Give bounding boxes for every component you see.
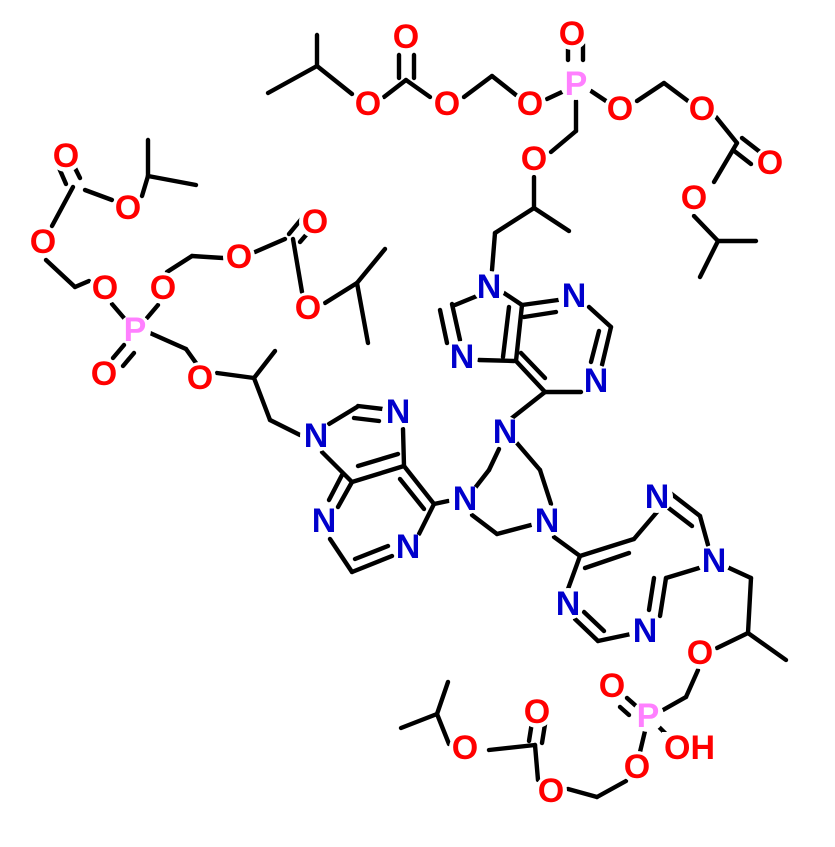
left-upper-isopropyl-carbonate — [49, 137, 199, 229]
atom-label-P1: P — [565, 65, 588, 103]
top-propoxy-linker-to-purine — [489, 174, 572, 273]
atom-label-N11: N — [396, 528, 421, 566]
atom-label-O11: O — [53, 137, 79, 175]
atom-label-O13: O — [30, 223, 56, 261]
atom-label-N15: N — [633, 612, 658, 650]
atom-label-O23: O — [624, 748, 650, 786]
top-purine-ring — [437, 288, 614, 421]
left-oxymethyl-linker — [43, 257, 92, 290]
atom-label-O25: O — [524, 693, 550, 731]
atom-label-O16: O — [150, 269, 176, 307]
atom-label-N6: N — [453, 480, 478, 518]
atom-halo — [390, 21, 422, 53]
atom-label-O2: O — [355, 85, 381, 123]
atom-label-P2: P — [124, 311, 147, 349]
atom-label-O14: O — [92, 269, 118, 307]
central-triazinane-ring — [469, 439, 554, 537]
atom-label-O8: O — [757, 144, 783, 182]
atom-label-N7: N — [535, 502, 560, 540]
atom-label-N2: N — [562, 277, 587, 315]
atom-label-O7: O — [689, 90, 715, 128]
atom-label-layer: O O O O O P O O O O O N N N N N N N — [27, 15, 786, 810]
atom-label-O6: O — [607, 90, 633, 128]
atom-label-O18: O — [302, 203, 328, 241]
left-purine-ring — [319, 403, 451, 575]
atom-label-N8: N — [304, 417, 329, 455]
top-oxymethyl-linker-1 — [461, 73, 519, 100]
atom-label-N3: N — [450, 338, 475, 376]
atom-label-P3: P — [637, 697, 660, 735]
atom-label-O26: O — [452, 729, 478, 767]
atom-label-O10: O — [521, 140, 547, 178]
atom-label-N4: N — [584, 362, 609, 400]
atom-label-O22: O — [599, 667, 625, 705]
atom-label-N13: N — [702, 542, 727, 580]
atom-label-OH1: OH — [664, 729, 715, 767]
atom-label-O15: O — [91, 355, 117, 393]
top-right-oxymethyl-carbonate — [634, 80, 763, 280]
atom-label-O1: O — [393, 18, 419, 56]
left-phosphonate-group — [109, 301, 199, 369]
atom-label-O20: O — [187, 359, 213, 397]
atom-label-N9: N — [386, 393, 411, 431]
atom-label-O19: O — [295, 289, 321, 327]
atom-label-N5: N — [493, 413, 518, 451]
atom-label-O24: O — [538, 772, 564, 810]
atom-label-N1: N — [477, 268, 502, 306]
atom-label-O9: O — [681, 179, 707, 217]
atom-label-O21: O — [687, 634, 713, 672]
atom-label-O12: O — [115, 189, 141, 227]
atom-label-O3: O — [434, 85, 460, 123]
atom-label-N12: N — [645, 478, 670, 516]
top-left-isopropyl-carbonate — [265, 32, 433, 100]
atom-label-N10: N — [312, 502, 337, 540]
left-propoxy-linker-to-purine — [214, 348, 303, 438]
atom-label-O5: O — [559, 15, 585, 53]
bottom-oxymethyl-carbonate — [398, 679, 629, 800]
atom-label-O4: O — [517, 85, 543, 123]
atom-label-O17: O — [226, 238, 252, 276]
atom-label-N14: N — [556, 585, 581, 623]
right-propoxy-linker — [714, 575, 789, 663]
left-middle-carbonate — [164, 208, 388, 346]
